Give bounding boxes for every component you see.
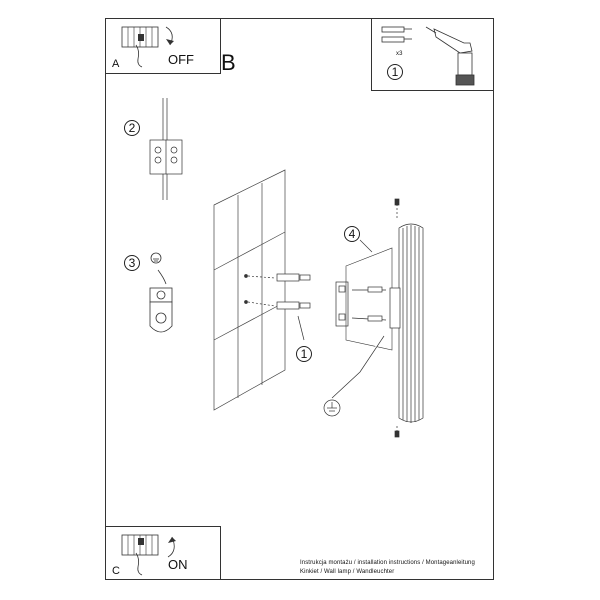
panel-c-on-label: ON [168, 557, 188, 572]
instruction-sheet-frame [105, 18, 494, 580]
drill-icon [425, 26, 475, 86]
plug-count-label: x3 [396, 51, 403, 57]
footer-instructions-title: Instrukcja montażu / installation instru… [300, 560, 475, 566]
circuit-breaker-on-icon [121, 534, 176, 576]
panel-c-switch-on: C ON [105, 526, 221, 580]
circuit-breaker-icon [121, 26, 174, 68]
panel-c-letter: C [112, 565, 120, 577]
panel-b-letter: B [221, 50, 236, 75]
wiring-step-number: 2 [124, 120, 140, 136]
tools-step-number: 1 [387, 64, 403, 80]
tools-box: 1 x3 [371, 18, 494, 91]
footer-product-name: Kinkiet / Wall lamp / Wandleuchter [300, 569, 395, 575]
wall-plug-icon [381, 26, 412, 43]
panel-a-switch-off: A OFF [105, 18, 221, 74]
screws-step-number: 1 [296, 346, 312, 362]
grounding-step-number: 3 [124, 255, 140, 271]
panel-a-letter: A [112, 58, 120, 70]
panel-a-off-label: OFF [168, 52, 194, 67]
lamp-step-number: 4 [344, 226, 360, 242]
